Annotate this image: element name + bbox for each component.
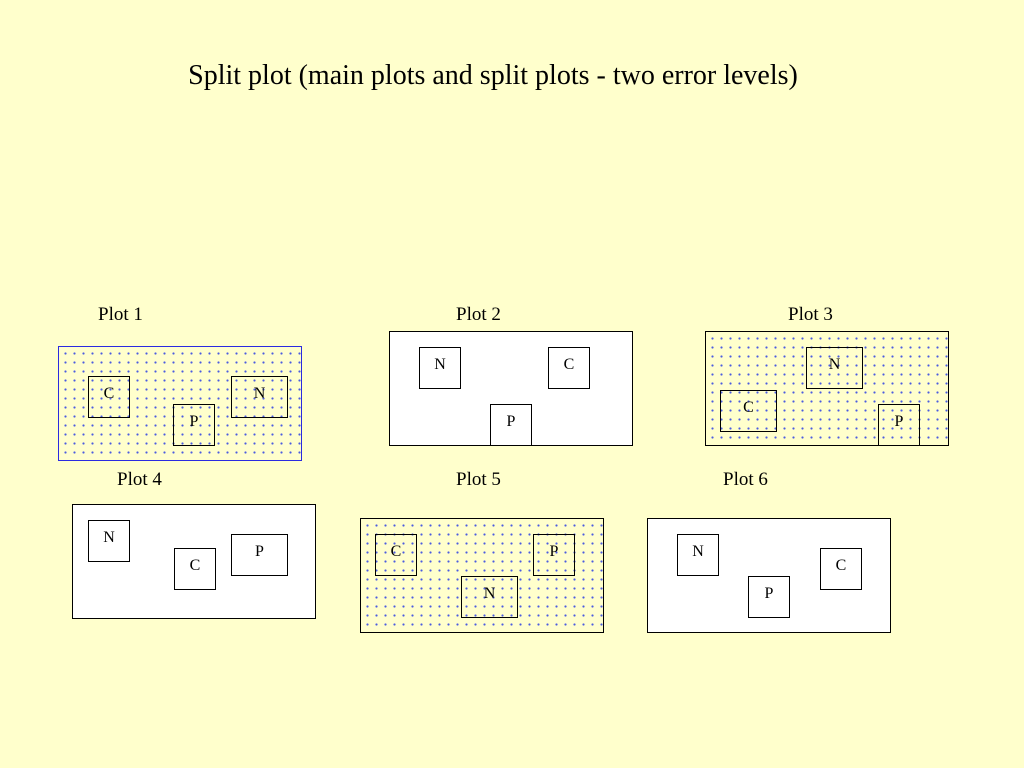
split-plot-c: C	[174, 548, 216, 590]
plot-1-label: Plot 1	[98, 304, 143, 325]
split-plot-p: P	[231, 534, 288, 576]
split-plot-c: C	[548, 347, 590, 389]
plot-3-label: Plot 3	[788, 304, 833, 325]
main-plot-3[interactable]: N C P	[705, 331, 949, 446]
slide-title: Split plot (main plots and split plots -…	[188, 60, 798, 91]
split-plot-p: P	[878, 404, 920, 446]
split-plot-n: N	[231, 376, 288, 418]
split-plot-c: C	[375, 534, 417, 576]
split-plot-n: N	[677, 534, 719, 576]
plot-6-label: Plot 6	[723, 469, 768, 490]
split-plot-c: C	[720, 390, 777, 432]
split-plot-p: P	[490, 404, 532, 446]
split-plot-n: N	[461, 576, 518, 618]
split-plot-c: C	[820, 548, 862, 590]
main-plot-5[interactable]: C P N	[360, 518, 604, 633]
split-plot-n: N	[806, 347, 863, 389]
main-plot-4[interactable]: N C P	[72, 504, 316, 619]
split-plot-n: N	[88, 520, 130, 562]
plot-4-label: Plot 4	[117, 469, 162, 490]
plot-2-label: Plot 2	[456, 304, 501, 325]
plot-5-label: Plot 5	[456, 469, 501, 490]
split-plot-n: N	[419, 347, 461, 389]
main-plot-1[interactable]: C P N	[58, 346, 302, 461]
split-plot-c: C	[88, 376, 130, 418]
main-plot-6[interactable]: N C P	[647, 518, 891, 633]
split-plot-p: P	[533, 534, 575, 576]
split-plot-p: P	[173, 404, 215, 446]
main-plot-2[interactable]: N C P	[389, 331, 633, 446]
split-plot-p: P	[748, 576, 790, 618]
